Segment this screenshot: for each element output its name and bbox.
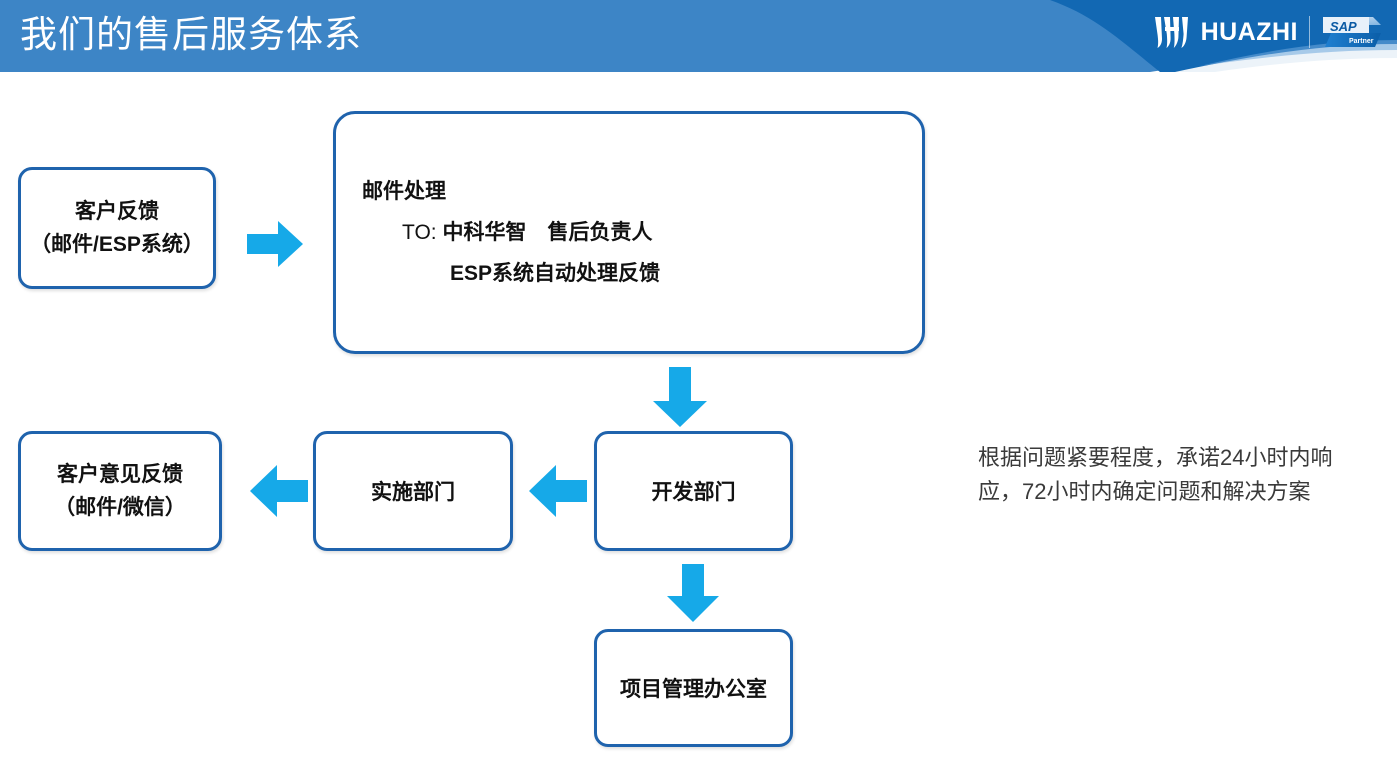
sap-partner-badge: SAP Partner [1321,13,1383,51]
node-mail-process-to-value: 中科华智 售后负责人 [442,221,653,244]
node-development-department[interactable]: 开发部门 [594,431,793,551]
huazhi-logo: HUAZHI [1153,15,1298,49]
node-implementation-department-label: 实施部门 [371,481,455,504]
sla-note-text: 根据问题紧要程度，承诺24小时内响应，72小时内确定问题和解决方案 [978,445,1333,504]
node-mail-process-line3: ESP系统自动处理反馈 [450,262,661,285]
svg-text:SAP: SAP [1330,19,1357,34]
node-mail-process-to-label: TO: [402,221,437,244]
node-development-department-label: 开发部门 [651,481,736,504]
node-mail-process[interactable]: 邮件处理 TO: 中科华智 售后负责人 ESP系统自动处理反馈 [333,111,925,354]
node-project-management-office[interactable]: 项目管理办公室 [594,629,793,747]
node-customer-feedback-line2: （邮件/ESP系统） [30,233,204,256]
arrow-left-impl-to-customer-icon [250,465,308,517]
huazhi-wordmark: HUAZHI [1200,17,1298,46]
arrow-left-dev-to-impl-icon [529,465,587,517]
brand-logo-area: HUAZHI SAP Partner [1153,10,1383,54]
header-banner: 我们的售后服务体系 HUAZHI [0,0,1397,72]
node-customer-opinion-line2: （邮件/微信） [54,496,186,519]
arrow-down-dev-to-pmo-icon [667,564,719,622]
sap-partner-badge-icon: SAP Partner [1323,17,1381,47]
node-mail-process-text: 邮件处理 TO: 中科华智 售后负责人 ESP系统自动处理反馈 [350,171,660,294]
node-customer-opinion[interactable]: 客户意见反馈 （邮件/微信） [18,431,222,551]
node-mail-process-line2: TO: 中科华智 售后负责人 [350,212,660,253]
svg-text:Partner: Partner [1349,38,1374,45]
node-mail-process-line1: 邮件处理 [362,180,446,203]
huazhi-mark-icon [1154,17,1188,48]
node-customer-feedback-line1: 客户反馈 [75,200,159,223]
page-title: 我们的售后服务体系 [20,14,362,55]
arrow-right-feedback-to-mail-icon [247,221,303,267]
arrow-down-mail-to-dev-icon [653,367,707,427]
node-implementation-department[interactable]: 实施部门 [313,431,513,551]
node-project-management-office-label: 项目管理办公室 [620,678,767,701]
node-customer-opinion-line1: 客户意见反馈 [57,463,183,486]
logo-divider [1309,16,1310,48]
node-customer-feedback[interactable]: 客户反馈 （邮件/ESP系统） [18,167,216,289]
banner-background-shape [0,0,1397,72]
